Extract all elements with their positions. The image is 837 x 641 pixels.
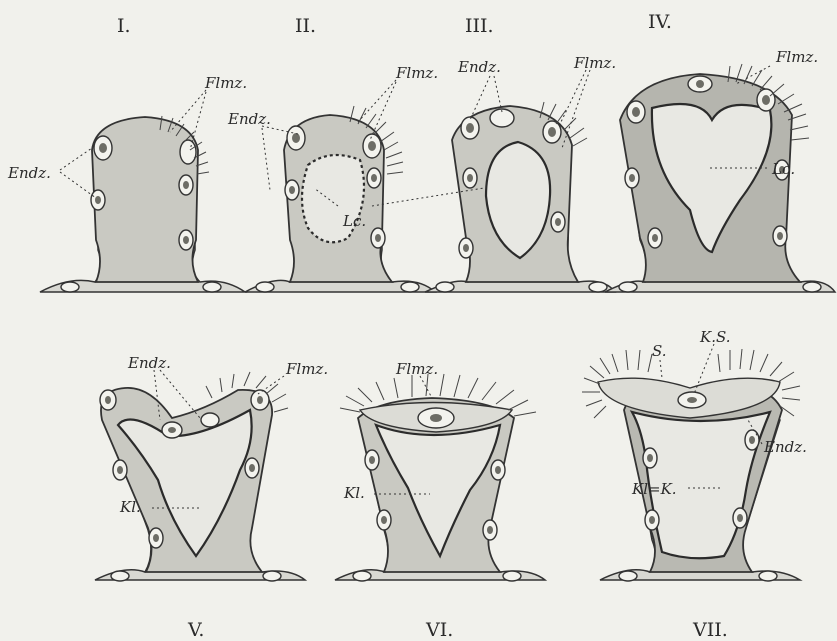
stage-2-cell	[401, 282, 419, 292]
stage-6-cell	[353, 571, 371, 581]
stage-4-figure	[605, 64, 835, 292]
stage-2-figure	[245, 106, 435, 292]
stage-label-3: III.	[465, 15, 494, 37]
stage-1-figure	[40, 116, 245, 292]
label-endz-5: Endz.	[127, 354, 171, 372]
stage-3-cell	[589, 282, 607, 292]
label-flmz-3: Flmz.	[573, 54, 616, 72]
stage-6-cell	[503, 571, 521, 581]
stage-label-4: IV.	[648, 11, 672, 33]
stage-4-cell	[803, 282, 821, 292]
stage-label-1: I.	[117, 15, 131, 37]
stage-5-cell	[201, 413, 219, 427]
label-s-7: S.	[652, 342, 667, 360]
label-flmz-5: Flmz.	[285, 360, 328, 378]
stage-2-cell	[256, 282, 274, 292]
stage-label-7: VII.	[692, 619, 728, 641]
label-kl-5: Kl.	[119, 498, 141, 516]
stage-1-cell	[180, 140, 196, 164]
label-flmz-4: Flmz.	[775, 48, 818, 66]
stage-3-figure	[425, 102, 615, 292]
label-endz-3: Endz.	[457, 58, 501, 76]
label-klk-7: Kl=K.	[631, 480, 677, 498]
stage-label-2: II.	[295, 15, 316, 37]
label-flmz-1: Flmz.	[204, 74, 247, 92]
stage-5-cell	[111, 571, 129, 581]
stage-1-cell	[61, 282, 79, 292]
stage-7-figure	[582, 349, 800, 581]
stage-5-figure	[95, 372, 305, 581]
label-lc-2: Lc.	[342, 212, 366, 230]
stage-4-cell	[619, 282, 637, 292]
label-flmz-6: Flmz.	[395, 360, 438, 378]
stage-7-cell	[619, 571, 637, 581]
stage-label-6: VI.	[425, 619, 453, 641]
stage-1-cell	[203, 282, 221, 292]
label-ks-7: K.S.	[699, 328, 730, 346]
label-endz-2: Endz.	[227, 110, 271, 128]
label-lc-4: Lc.	[771, 160, 795, 178]
label-endz-1: Endz.	[7, 164, 51, 182]
stage-6-figure	[335, 374, 545, 581]
stage-3-cell	[436, 282, 454, 292]
stage-label-5: V.	[187, 619, 204, 641]
label-flmz-2: Flmz.	[395, 64, 438, 82]
label-endz-7: Endz.	[763, 438, 807, 456]
label-kl-6: Kl.	[343, 484, 365, 502]
stage-7-cell	[759, 571, 777, 581]
stage-5-cell	[263, 571, 281, 581]
